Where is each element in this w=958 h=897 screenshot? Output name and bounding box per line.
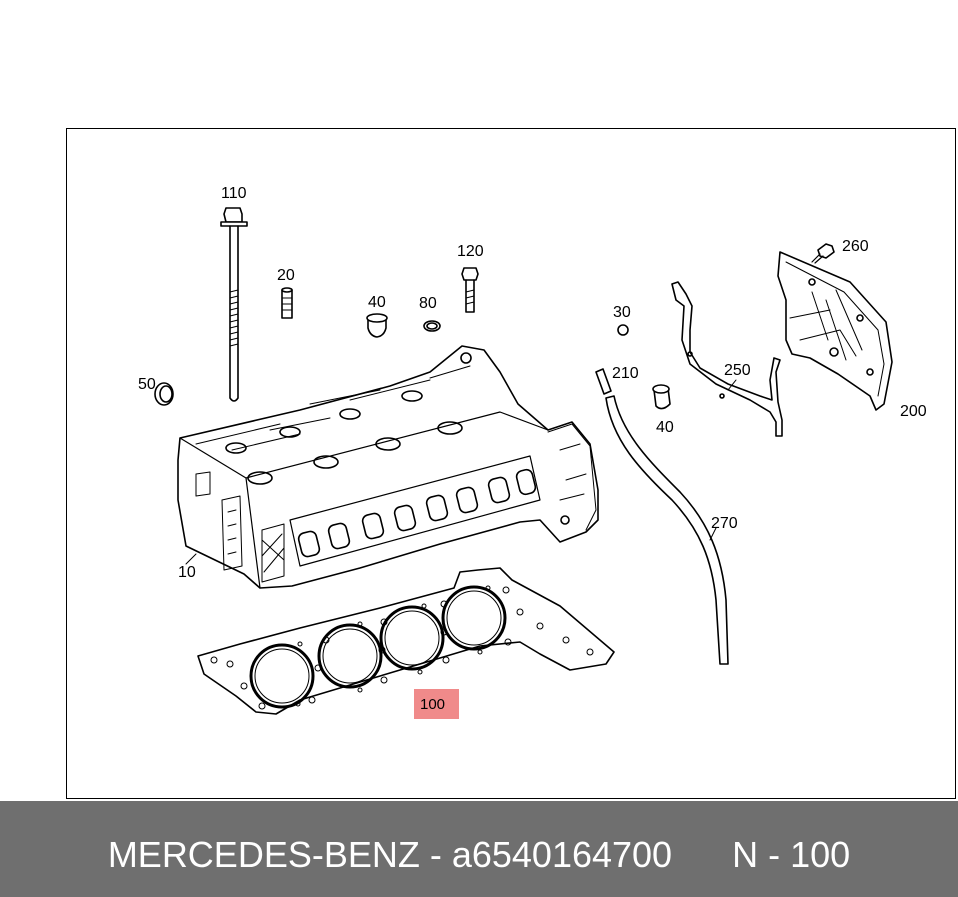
part-20-stud	[281, 287, 293, 319]
footer-position: N - 100	[732, 834, 851, 875]
callout-50: 50	[138, 376, 156, 393]
callout-260: 260	[842, 238, 869, 255]
part-260-screw	[811, 243, 835, 264]
footer-brand: MERCEDES-BENZ	[107, 834, 420, 875]
callout-40-upper: 40	[368, 294, 386, 311]
part-250-gasket	[671, 281, 783, 437]
callout-100: 100	[420, 696, 446, 713]
callout-200: 200	[900, 403, 927, 420]
callout-80: 80	[419, 295, 437, 312]
callout-30: 30	[613, 304, 631, 321]
footer-part-number: a6540164700	[451, 834, 673, 875]
footer-bar: MERCEDES-BENZ - a6540164700 N - 100	[0, 801, 958, 897]
callout-20: 20	[277, 267, 295, 284]
footer-gap	[672, 834, 732, 875]
part-200-cover	[777, 251, 893, 411]
callout-40-lower: 40	[656, 419, 674, 436]
part-100-head-gasket	[197, 567, 615, 715]
callout-110: 110	[221, 185, 247, 202]
callout-250: 250	[724, 362, 751, 379]
part-120-bolt	[461, 267, 479, 313]
part-40-plug-lower	[652, 384, 671, 410]
footer-caption: MERCEDES-BENZ - a6540164700 N - 100	[0, 835, 958, 875]
part-50-plug	[154, 382, 174, 406]
callout-100-highlight[interactable]: 100	[414, 689, 459, 719]
part-10-cylinder-head	[177, 345, 599, 589]
part-30-ring	[617, 324, 629, 336]
part-40-plug-upper	[366, 313, 388, 338]
callout-10: 10	[178, 564, 196, 581]
callout-270: 270	[711, 515, 738, 532]
part-210-pin	[595, 368, 612, 395]
part-270-tube	[605, 395, 729, 665]
part-110-long-bolt	[220, 207, 248, 402]
callout-210: 210	[612, 365, 639, 382]
callout-120: 120	[457, 243, 484, 260]
footer-separator: -	[419, 834, 452, 875]
